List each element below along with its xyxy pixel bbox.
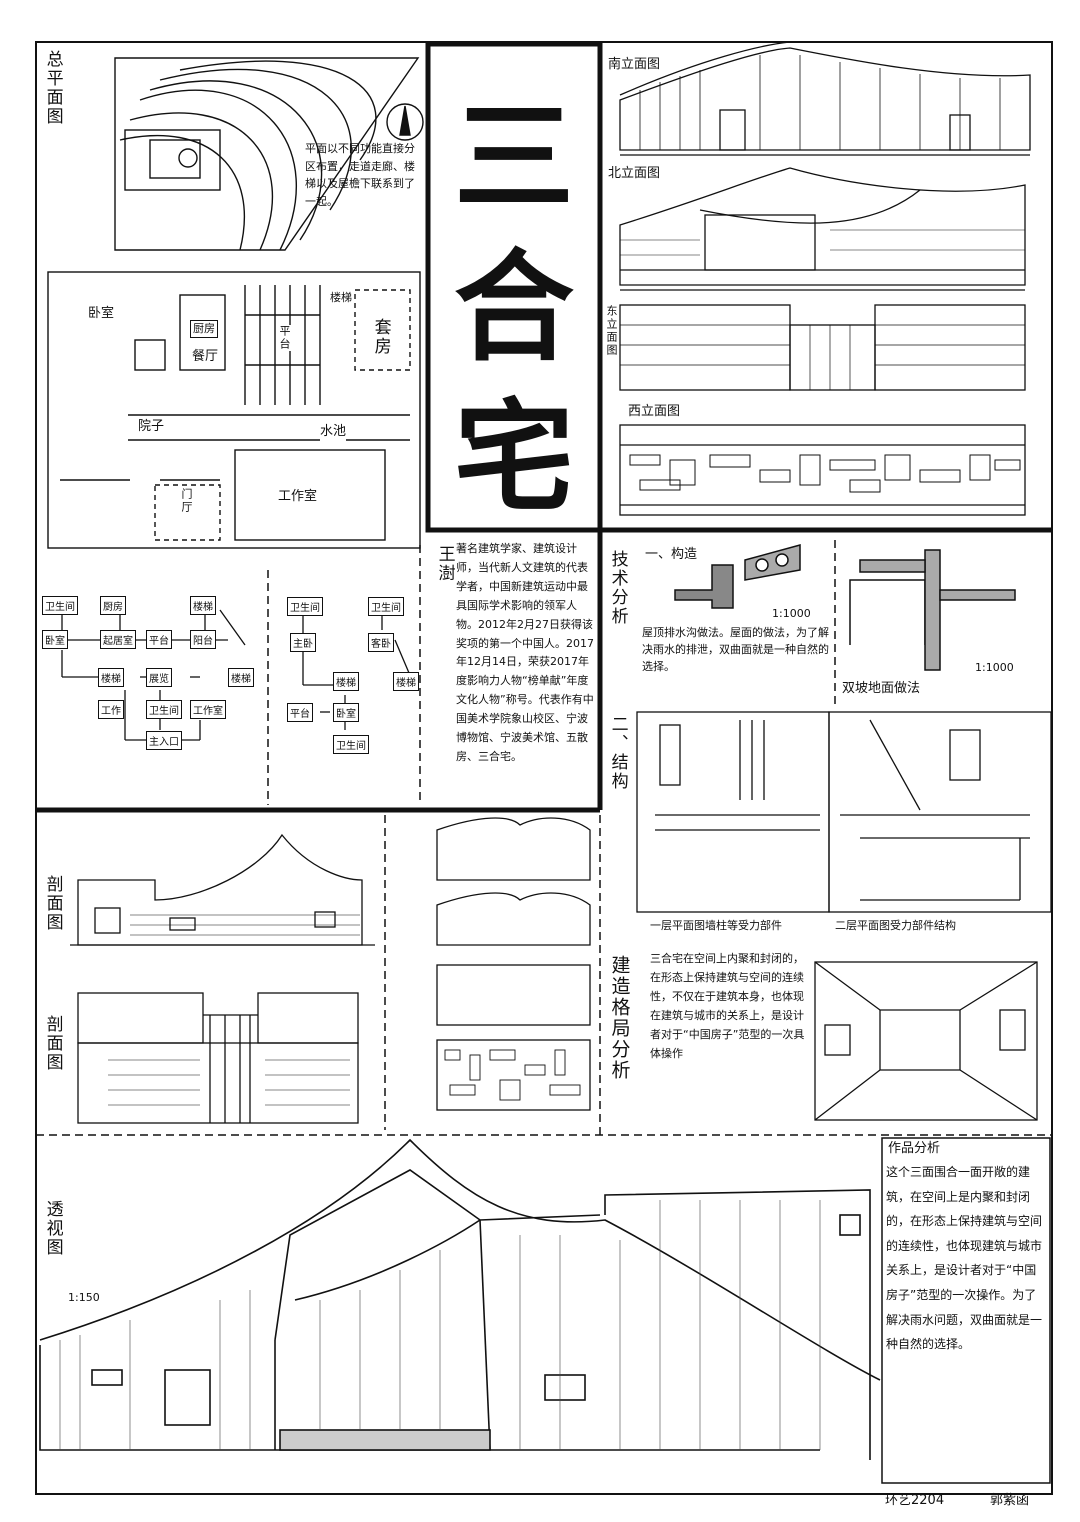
bubble-node: 主入口 xyxy=(146,731,182,750)
west-elevation-label: 西立面图 xyxy=(628,404,681,419)
bubble-node: 卫生间 xyxy=(333,735,369,754)
title-char-2: 合 xyxy=(454,237,574,378)
interior-perspective-drawing xyxy=(814,961,1038,1121)
architect-bio: 著名建筑学家、建筑设计师，当代新人文建筑的代表学者，中国新建筑运动中最具国际学术… xyxy=(456,542,594,763)
bubble-node: 楼梯 xyxy=(98,668,124,687)
space-analysis-text: 三合宅在空间上内聚和封闭的，在形态上保持建筑与空间的连续性，不仅在于建筑本身，也… xyxy=(650,952,805,1060)
bubble-node: 卫生间 xyxy=(287,597,323,616)
structure-plans-drawing xyxy=(636,711,1052,913)
bubble-node: 阳台 xyxy=(190,630,216,649)
south-elevation-drawing xyxy=(619,41,1031,156)
dashed-dividers xyxy=(36,540,1052,1136)
perspective-scale: 1:150 xyxy=(68,1291,100,1304)
bubble-node: 主卧 xyxy=(290,633,316,652)
title-char-1: 三 xyxy=(454,87,574,228)
section-drawing-2 xyxy=(77,992,359,1124)
structure-heading: 二、结构 xyxy=(607,715,628,791)
north-elevation-label: 北立面图 xyxy=(608,165,661,184)
east-elevation-label: 东立面图 xyxy=(604,305,618,357)
signature-name: 郭紫函 xyxy=(990,1493,1030,1508)
first-floor-structure-caption: 一层平面图墙柱等受力部件 xyxy=(650,919,782,932)
detail-scale-2: 1:1000 xyxy=(975,661,1014,674)
bubble-node: 卧室 xyxy=(42,630,68,649)
bubble-node: 卧室 xyxy=(333,703,359,722)
perspective-drawing xyxy=(39,1138,881,1460)
bubble-node: 客卧 xyxy=(368,633,394,652)
space-analysis-heading: 建造格局分析 xyxy=(608,955,631,1081)
signature-class: 环艺2204 xyxy=(885,1493,945,1508)
east-elevation-drawing xyxy=(619,304,1026,391)
site-plan-label: 总平面图 xyxy=(42,50,63,126)
north-elevation-drawing xyxy=(619,167,1026,291)
room-label-stairs: 楼梯 xyxy=(330,291,352,304)
perspective-label: 透视图 xyxy=(42,1200,63,1257)
construction-detail-drawing xyxy=(674,544,1016,671)
room-label-studio: 工作室 xyxy=(278,489,318,504)
bubble-node: 工作室 xyxy=(190,700,226,719)
room-label-foyer: 门厅 xyxy=(179,488,193,514)
thick-dividers xyxy=(36,41,1052,813)
bubble-node: 楼梯 xyxy=(333,672,359,691)
room-label-terrace: 平台 xyxy=(276,325,292,351)
room-label-dining: 餐厅 xyxy=(192,349,219,364)
bubble-node: 楼梯 xyxy=(190,596,216,615)
bubble-node: 展览 xyxy=(146,668,172,687)
room-label-pond: 水池 xyxy=(320,423,347,442)
room-label-bedroom: 卧室 xyxy=(88,306,115,321)
architect-name: 王澍 xyxy=(434,545,455,583)
work-analysis-frame xyxy=(881,1137,1051,1484)
floor-detail-caption: 双坡地面做法 xyxy=(842,681,921,696)
bubble-node: 平台 xyxy=(146,630,172,649)
bubble-node: 工作 xyxy=(98,700,124,719)
title-char-3: 宅 xyxy=(454,387,574,528)
small-elevations-drawing xyxy=(436,817,591,1111)
second-floor-structure-caption: 二层平面图受力部件结构 xyxy=(835,919,956,932)
construction-heading: 一、构造 xyxy=(645,547,698,562)
bubble-node: 平台 xyxy=(287,703,313,722)
room-label-suite: 套房 xyxy=(370,318,391,356)
bubble-node: 卫生间 xyxy=(146,700,182,719)
work-analysis-text: 这个三面围合一面开敞的建筑，在空间上是内聚和封闭的，在形态上保持建筑与空间的连续… xyxy=(886,1165,1043,1352)
bubble-node: 卫生间 xyxy=(42,596,78,615)
bubble-node: 楼梯 xyxy=(393,672,419,691)
south-elevation-label: 南立面图 xyxy=(608,56,661,75)
detail-scale-1: 1:1000 xyxy=(772,607,811,620)
west-elevation-drawing xyxy=(619,424,1026,516)
section-label-1: 剖面图 xyxy=(42,875,63,932)
bubble-node: 起居室 xyxy=(100,630,136,649)
tech-analysis-heading: 技术分析 xyxy=(607,550,628,626)
section-drawing-1 xyxy=(70,833,375,946)
bubble-node: 楼梯 xyxy=(228,668,254,687)
site-plan-drawing xyxy=(114,57,424,251)
room-label-kitchen: 厨房 xyxy=(190,320,218,338)
section-label-2: 剖面图 xyxy=(42,1015,63,1072)
bubble-node: 卫生间 xyxy=(368,597,404,616)
bubble-node: 厨房 xyxy=(100,596,126,615)
site-plan-note: 平面以不同功能直接分区布置，走道走廊、楼梯以及屋檐下联系到了一起。 xyxy=(305,142,415,208)
room-label-courtyard: 院子 xyxy=(138,419,165,434)
work-analysis-heading: 作品分析 xyxy=(888,1141,941,1156)
roof-drainage-text: 屋顶排水沟做法。屋面的做法，为了解决雨水的排泄，双曲面就是一种自然的选择。 xyxy=(642,626,829,674)
